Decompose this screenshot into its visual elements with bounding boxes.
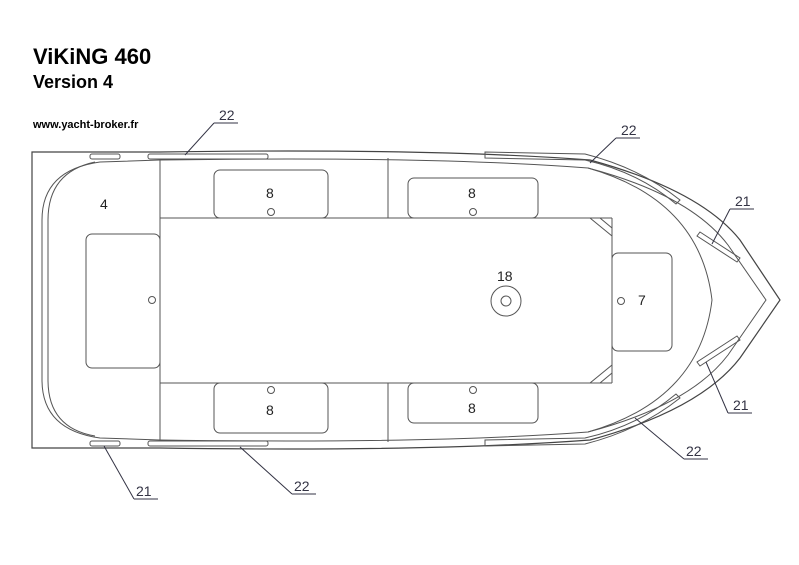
brace-bottom — [589, 364, 613, 384]
stern-seat-box — [85, 233, 161, 369]
rail-bottom-22b — [484, 393, 681, 447]
brace-top — [589, 217, 613, 237]
callout-22-top-right-leader — [589, 137, 617, 164]
page-title: ViKiNG 460 — [33, 44, 152, 69]
pedestal-18-outer — [490, 285, 522, 317]
seat-8-bottom-left — [213, 382, 329, 434]
callout-21-right-lower-leader — [705, 361, 729, 414]
label-seat-8-bottom-left: 8 — [266, 402, 274, 418]
label-part-18: 18 — [497, 268, 513, 284]
rail-right-upper-21 — [696, 231, 741, 263]
rail-right-lower-21 — [696, 335, 741, 367]
stern-seat-hole — [148, 296, 156, 304]
callout-21-right-upper-leader — [711, 208, 731, 245]
gunwale-inner — [41, 158, 767, 442]
rail-bottom-22a — [147, 440, 269, 447]
hull-outline — [31, 150, 781, 450]
label-part-4: 4 — [100, 196, 108, 212]
callout-21-right-lower: 21 — [733, 397, 749, 413]
callout-22-top-right: 22 — [621, 122, 637, 138]
bow-seat-box — [611, 252, 673, 352]
rail-top-22b — [484, 151, 681, 205]
rail-top-left-21 — [89, 153, 121, 160]
pedestal-18-inner — [500, 295, 512, 307]
callout-22-top-left-leader — [184, 122, 215, 156]
callout-22-bottom-mid-leader — [239, 446, 293, 495]
brace-top-2 — [599, 217, 613, 229]
callout-21-bottom-left: 21 — [136, 483, 152, 499]
callout-21-bottom-left-leader — [103, 445, 135, 500]
seat-8-top-left — [213, 169, 329, 219]
rail-top-22a — [147, 153, 269, 160]
callout-22-bottom-right: 22 — [686, 443, 702, 459]
seat-8-bottom-left-hole — [267, 386, 275, 394]
seat-8-bottom-right-hole — [469, 386, 477, 394]
callout-22-bottom-right-leader — [634, 417, 685, 460]
website-label: www.yacht-broker.fr — [33, 119, 139, 131]
seat-8-bottom-right — [407, 382, 539, 424]
seat-8-top-right-hole — [469, 208, 477, 216]
seat-8-top-right — [407, 177, 539, 219]
label-seat-8-top-right: 8 — [468, 185, 476, 201]
rail-bottom-left-21 — [89, 440, 121, 447]
label-part-7: 7 — [638, 292, 646, 308]
callout-22-top-left: 22 — [219, 107, 235, 123]
seat-8-top-left-hole — [267, 208, 275, 216]
label-seat-8-top-left: 8 — [266, 185, 274, 201]
callout-22-bottom-mid: 22 — [294, 478, 310, 494]
cockpit-outline — [47, 161, 96, 437]
bow-seat-hole — [617, 297, 625, 305]
brace-bottom-2 — [599, 372, 613, 384]
bow-inner-curve — [587, 167, 713, 433]
callout-21-right-upper: 21 — [735, 193, 751, 209]
page-subtitle: Version 4 — [33, 72, 114, 92]
label-seat-8-bottom-right: 8 — [468, 400, 476, 416]
